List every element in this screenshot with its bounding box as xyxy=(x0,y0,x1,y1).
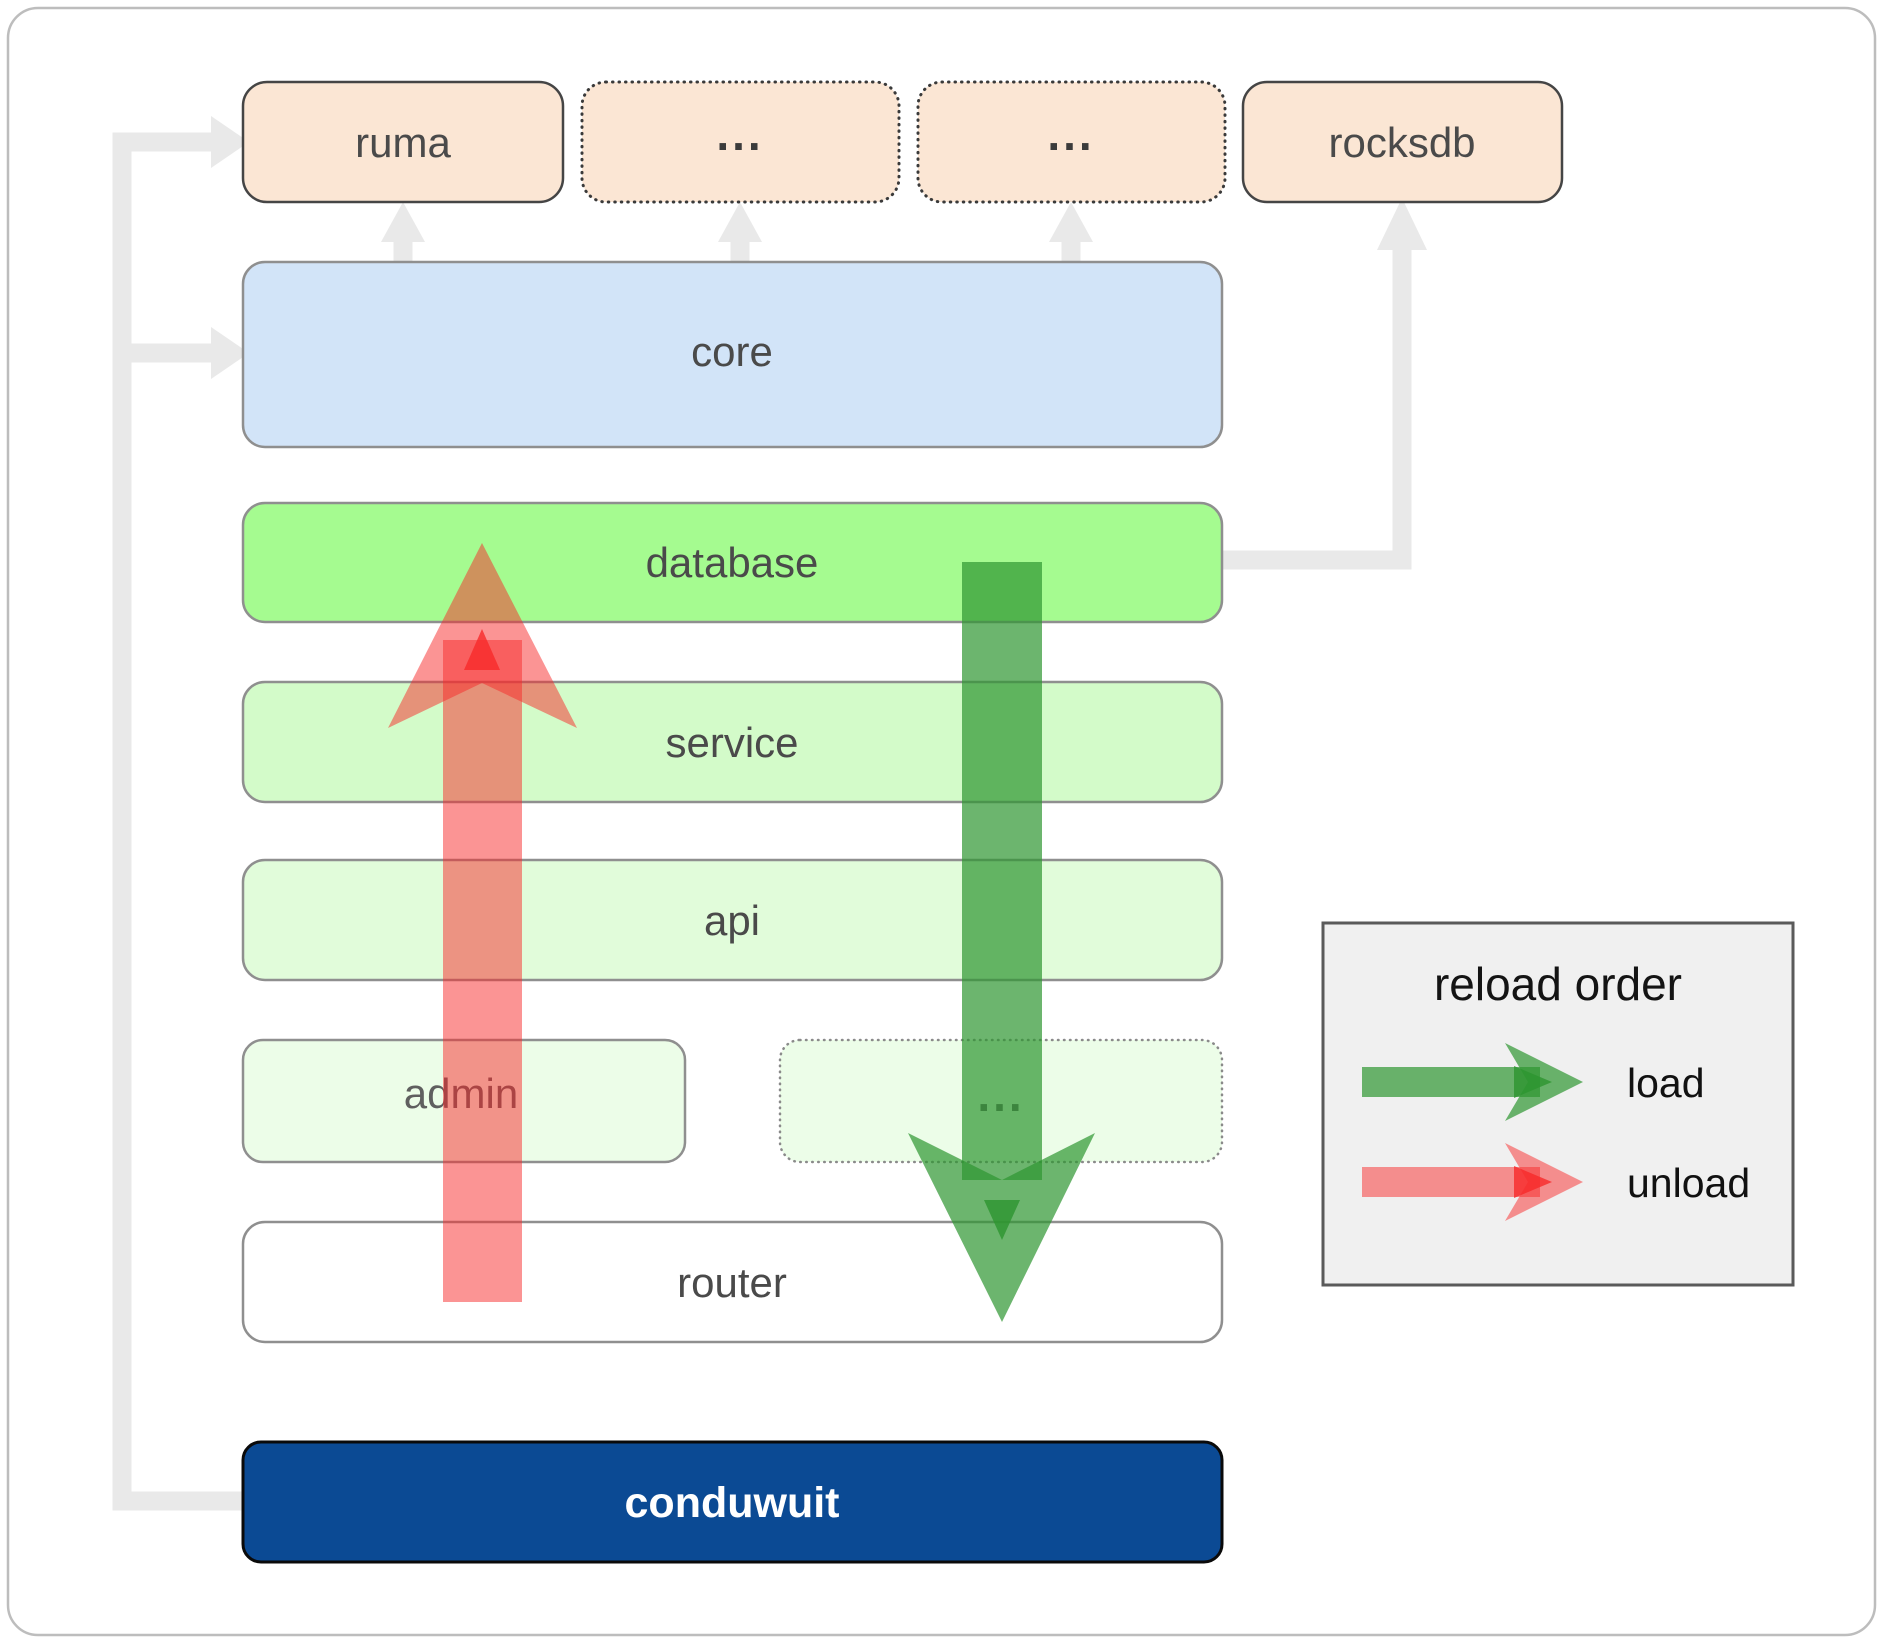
arrowhead-into-core xyxy=(211,327,249,379)
legend-load-arrow-marker xyxy=(1514,1066,1552,1098)
connector-lines xyxy=(112,116,1427,1511)
unload-arrow-marker xyxy=(464,629,500,670)
node-rocksdb-label: rocksdb xyxy=(1328,119,1475,166)
node-service-label: service xyxy=(665,719,798,766)
node-database-label: database xyxy=(646,539,819,586)
unload-arrow-shaft xyxy=(443,640,522,1302)
connector-conduwuit-spine xyxy=(112,132,243,1511)
connector-database-to-rocksdb xyxy=(1222,246,1412,570)
node-ellipsis-1-label: ... xyxy=(716,108,763,160)
node-rocksdb xyxy=(1241,80,1564,204)
node-ellipsis-2-label: ... xyxy=(1047,108,1094,160)
arrowhead-into-ruma xyxy=(211,116,249,168)
legend-load-arrow xyxy=(1362,1043,1583,1121)
arrowhead-up-ruma xyxy=(381,202,425,242)
node-api-label: api xyxy=(704,897,760,944)
legend-load-arrow-shaft xyxy=(1362,1067,1540,1097)
load-arrow xyxy=(908,562,1095,1322)
node-ruma-label: ruma xyxy=(355,119,451,166)
legend-unload-arrow xyxy=(1362,1143,1583,1221)
legend-unload-arrow-shaft xyxy=(1362,1167,1540,1197)
node-conduwuit-label: conduwuit xyxy=(625,1479,840,1527)
node-ellipsis-2 xyxy=(916,80,1227,204)
node-ruma xyxy=(241,80,565,204)
arrowhead-up-ellipsis-1 xyxy=(718,202,762,242)
unload-arrow xyxy=(388,543,577,1302)
node-core xyxy=(241,260,1224,449)
legend-unload-label: unload xyxy=(1627,1160,1750,1206)
legend: reload order load unload xyxy=(1321,921,1795,1287)
legend-load-label: load xyxy=(1627,1060,1705,1106)
node-conduwuit xyxy=(241,1440,1224,1564)
arrowhead-into-rocksdb xyxy=(1377,198,1427,250)
node-ellipsis-1 xyxy=(580,80,901,204)
legend-box xyxy=(1321,921,1795,1287)
legend-unload-arrow-marker xyxy=(1514,1166,1552,1198)
diagram-frame xyxy=(6,6,1877,1637)
load-arrow-shaft xyxy=(962,562,1042,1180)
arrowhead-up-ellipsis-2 xyxy=(1049,202,1093,242)
node-router-label: router xyxy=(677,1259,787,1306)
load-arrow-marker xyxy=(984,1200,1020,1240)
legend-title: reload order xyxy=(1434,958,1682,1010)
node-core-label: core xyxy=(691,328,773,375)
